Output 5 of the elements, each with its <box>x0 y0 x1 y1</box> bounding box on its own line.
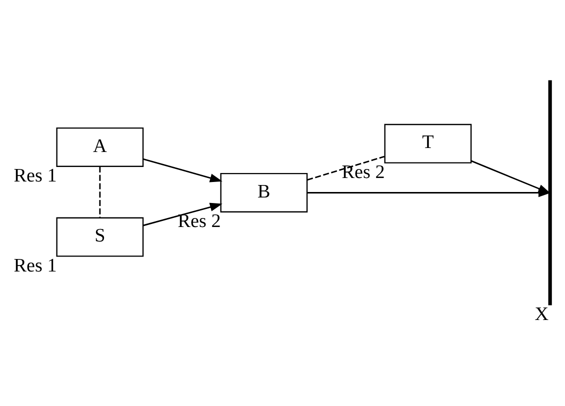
node-label: Res 2 <box>342 162 385 183</box>
node-label: Res 2 <box>178 210 221 232</box>
node-label: X <box>534 303 549 324</box>
node-label: Res 1 <box>14 165 57 186</box>
node-label: Res 1 <box>14 255 57 276</box>
